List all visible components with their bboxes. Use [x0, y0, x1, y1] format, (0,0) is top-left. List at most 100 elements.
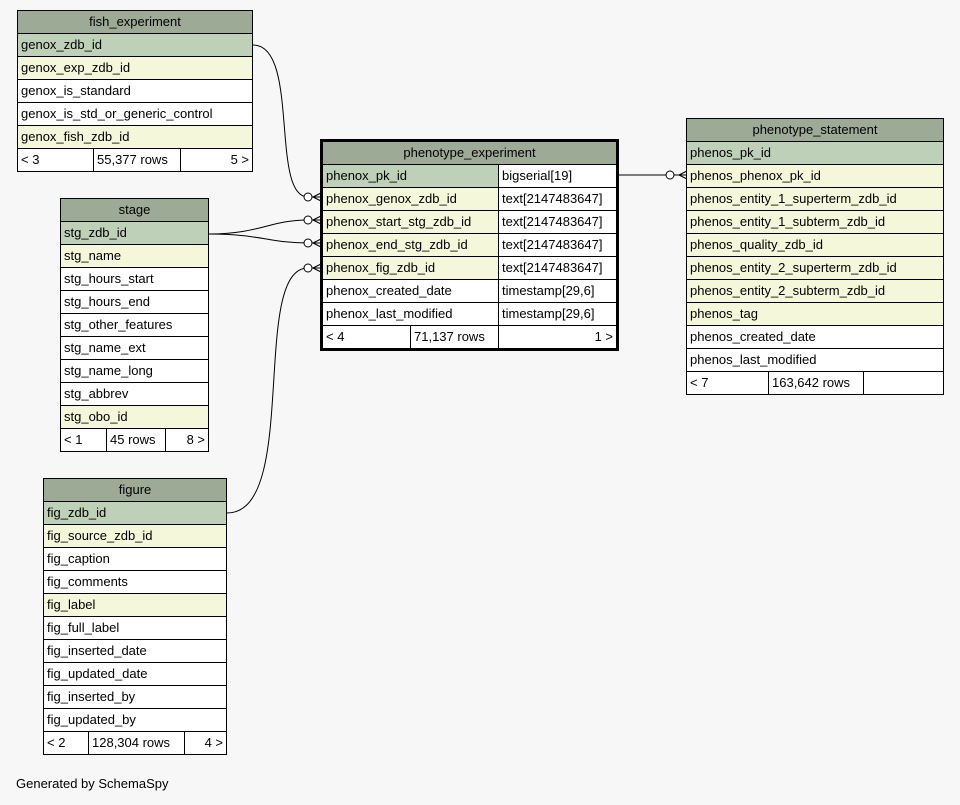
table-phenotype-statement[interactable]: phenotype_statement phenos_pk_id phenos_… [686, 118, 944, 395]
column-name: phenos_entity_2_superterm_zdb_id [690, 260, 897, 275]
column-name: fig_zdb_id [47, 505, 107, 520]
link-start-stage-optional-icon [303, 215, 313, 225]
column-row[interactable]: stg_zdb_id [61, 222, 208, 245]
column-row[interactable]: fig_full_label [44, 617, 226, 640]
column-name: phenos_entity_1_subterm_zdb_id [690, 214, 886, 229]
table-footer: < 2 128,304 rows 4 > [44, 732, 226, 754]
parents-link[interactable]: < 2 [47, 735, 66, 750]
table-stage[interactable]: stage stg_zdb_id stg_name stg_hours_star… [60, 198, 209, 452]
children-link[interactable] [864, 372, 943, 394]
column-name: phenos_created_date [690, 329, 816, 344]
column-name: fig_updated_by [47, 712, 136, 727]
column-row[interactable]: genox_fish_zdb_id [18, 126, 252, 149]
column-type: text[2147483647] [498, 257, 616, 279]
column-row[interactable]: stg_hours_start [61, 268, 208, 291]
column-row[interactable]: phenos_pk_id [687, 142, 943, 165]
column-row[interactable]: fig_caption [44, 548, 226, 571]
column-row[interactable]: genox_zdb_id [18, 34, 252, 57]
column-row[interactable]: stg_hours_end [61, 291, 208, 314]
column-name: fig_inserted_by [47, 689, 136, 704]
table-title[interactable]: figure [44, 479, 226, 502]
column-name: phenox_last_modified [326, 306, 453, 321]
table-figure[interactable]: figure fig_zdb_id fig_source_zdb_id fig_… [43, 478, 227, 755]
column-row[interactable]: stg_abbrev [61, 383, 208, 406]
children-link[interactable]: 5 > [230, 152, 249, 167]
parents-link[interactable]: < 4 [326, 329, 345, 344]
column-name: phenos_entity_1_superterm_zdb_id [690, 191, 897, 206]
column-name: stg_abbrev [64, 386, 129, 401]
column-row[interactable]: genox_exp_zdb_id [18, 57, 252, 80]
column-row[interactable]: phenos_phenox_pk_id [687, 165, 943, 188]
column-row[interactable]: stg_obo_id [61, 406, 208, 429]
children-link[interactable]: 1 > [594, 329, 613, 344]
parents-link[interactable]: < 7 [690, 375, 709, 390]
column-name: phenos_last_modified [690, 352, 817, 367]
column-row[interactable]: stg_name [61, 245, 208, 268]
link-end-stage-optional-icon [303, 238, 313, 248]
table-fish-experiment[interactable]: fish_experiment genox_zdb_id genox_exp_z… [17, 10, 253, 172]
table-footer: < 4 71,137 rows 1 > [323, 326, 616, 348]
column-row[interactable]: fig_label [44, 594, 226, 617]
parents-link[interactable]: < 3 [21, 152, 40, 167]
column-name: stg_zdb_id [64, 225, 127, 240]
column-row[interactable]: stg_name_ext [61, 337, 208, 360]
column-row[interactable]: phenos_entity_1_subterm_zdb_id [687, 211, 943, 234]
column-name: stg_name_long [64, 363, 153, 378]
table-title[interactable]: fish_experiment [18, 11, 252, 34]
column-name: stg_name [64, 248, 122, 263]
column-row[interactable]: fig_source_zdb_id [44, 525, 226, 548]
column-name: stg_hours_start [64, 271, 154, 286]
column-row[interactable]: stg_name_long [61, 360, 208, 383]
column-type: timestamp[29,6] [498, 303, 616, 325]
row-count: 163,642 rows [768, 372, 864, 394]
column-row[interactable]: fig_updated_date [44, 663, 226, 686]
column-row[interactable]: genox_is_std_or_generic_control [18, 103, 252, 126]
children-link[interactable]: 4 > [204, 735, 223, 750]
table-title[interactable]: phenotype_experiment [323, 142, 616, 165]
column-name: phenox_created_date [326, 283, 452, 298]
children-link[interactable]: 8 > [186, 432, 205, 447]
column-row[interactable]: fig_comments [44, 571, 226, 594]
column-name: genox_fish_zdb_id [21, 129, 130, 144]
column-name: phenox_start_stg_zdb_id [326, 214, 472, 229]
column-type: text[2147483647] [498, 188, 616, 210]
link-start-stage [208, 219, 321, 235]
table-title[interactable]: stage [61, 199, 208, 222]
column-row[interactable]: fig_zdb_id [44, 502, 226, 525]
column-row[interactable]: phenos_quality_zdb_id [687, 234, 943, 257]
column-name: genox_is_standard [21, 83, 131, 98]
column-name: stg_name_ext [64, 340, 146, 355]
row-count: 71,137 rows [410, 326, 499, 348]
column-row[interactable]: phenos_last_modified [687, 349, 943, 372]
column-row[interactable]: fig_updated_by [44, 709, 226, 732]
row-count: 55,377 rows [93, 149, 181, 171]
column-row[interactable]: genox_is_standard [18, 80, 252, 103]
link-genox-optional-icon [303, 192, 313, 202]
column-row[interactable]: phenos_entity_2_subterm_zdb_id [687, 280, 943, 303]
column-row[interactable]: fig_inserted_by [44, 686, 226, 709]
column-row[interactable]: phenos_created_date [687, 326, 943, 349]
column-row[interactable]: fig_inserted_date [44, 640, 226, 663]
column-name: phenos_entity_2_subterm_zdb_id [690, 283, 886, 298]
column-name: fig_inserted_date [47, 643, 147, 658]
table-title[interactable]: phenotype_statement [687, 119, 943, 142]
row-count: 128,304 rows [88, 732, 185, 754]
column-name: genox_exp_zdb_id [21, 60, 131, 75]
column-row[interactable]: phenos_entity_1_superterm_zdb_id [687, 188, 943, 211]
column-row[interactable]: stg_other_features [61, 314, 208, 337]
column-name: phenos_pk_id [690, 145, 771, 160]
parents-link[interactable]: < 1 [64, 432, 83, 447]
generated-by-credit: Generated by SchemaSpy [16, 776, 169, 791]
column-name: phenos_quality_zdb_id [690, 237, 823, 252]
column-row[interactable]: phenos_tag [687, 303, 943, 326]
column-row[interactable]: phenox_last_modified timestamp[29,6] [323, 303, 616, 326]
column-row[interactable]: phenos_entity_2_superterm_zdb_id [687, 257, 943, 280]
column-name: stg_other_features [64, 317, 173, 332]
